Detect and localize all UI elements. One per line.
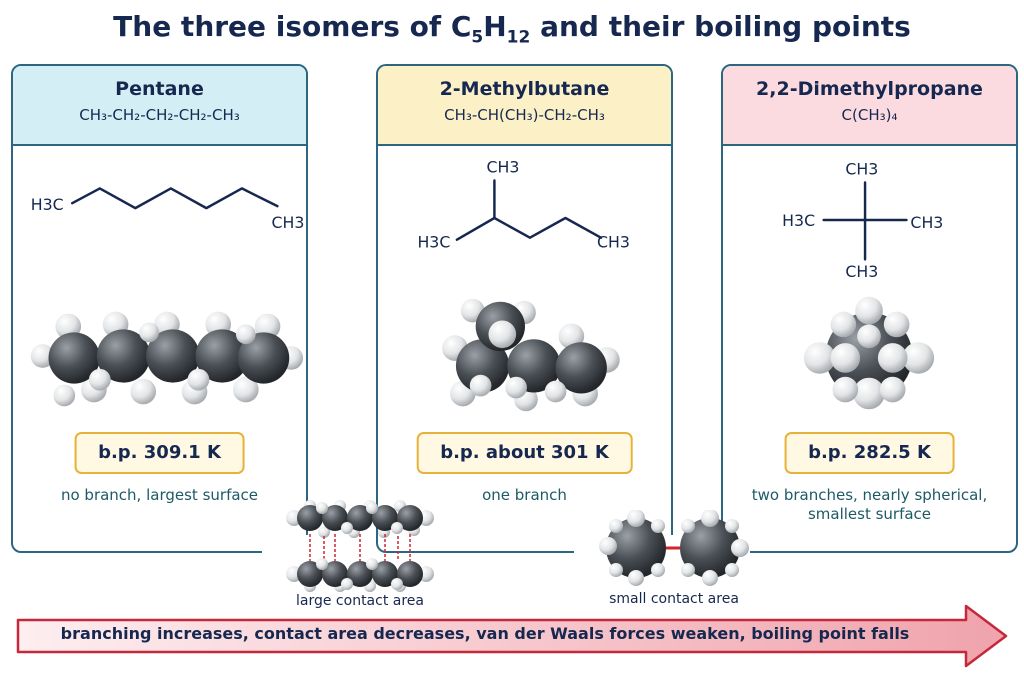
panel-2-2-dimethylpropane: 2,2-Dimethylpropane C(CH₃)₄ CH3 H3C CH3 … bbox=[721, 64, 1018, 553]
panel-header: 2-Methylbutane CH₃-CH(CH₃)-CH₂-CH₃ bbox=[378, 66, 671, 146]
isomer-name: 2,2-Dimethylpropane bbox=[756, 78, 983, 100]
ch3-label: CH3 bbox=[845, 160, 878, 179]
ch3-label: CH3 bbox=[910, 213, 943, 232]
panel-header: 2,2-Dimethylpropane C(CH₃)₄ bbox=[723, 66, 1016, 146]
skeletal-formula-2-methylbutane: CH3 H3C CH3 bbox=[417, 158, 630, 252]
boiling-point-badge: b.p. 309.1 K bbox=[74, 432, 245, 474]
condensed-formula: CH₃-CH₂-CH₂-CH₂-CH₃ bbox=[79, 106, 240, 124]
ch3-label: CH3 bbox=[271, 213, 304, 232]
h3c-label: H3C bbox=[31, 195, 64, 214]
trend-text: branching increases, contact area decrea… bbox=[60, 624, 910, 643]
large-contact-label: large contact area bbox=[296, 593, 424, 609]
isomer-description: two branches, nearly spherical, smallest… bbox=[751, 486, 988, 523]
panel-header: Pentane CH₃-CH₂-CH₂-CH₂-CH₃ bbox=[13, 66, 306, 146]
large-contact-illustration bbox=[286, 500, 434, 592]
page-title: The three isomers of C5H12 and their boi… bbox=[113, 10, 911, 48]
skeletal-formula-pentane: H3C CH3 bbox=[31, 187, 304, 232]
small-contact-label: small contact area bbox=[609, 591, 739, 607]
condensed-formula: C(CH₃)₄ bbox=[841, 106, 898, 124]
space-filling-model-2-methylbutane bbox=[442, 298, 620, 412]
h3c-label: H3C bbox=[417, 233, 450, 252]
panel-2-methylbutane: 2-Methylbutane CH₃-CH(CH₃)-CH₂-CH₃ CH3 H… bbox=[376, 64, 673, 553]
ch3-label: CH3 bbox=[597, 233, 630, 252]
ch3-label: CH3 bbox=[845, 262, 878, 281]
ch3-label: CH3 bbox=[487, 158, 520, 177]
h3c-label: H3C bbox=[782, 211, 815, 230]
trend-arrow bbox=[16, 604, 1008, 668]
space-filling-model-2-2-dimethylpropane bbox=[803, 296, 935, 410]
isomer-name: Pentane bbox=[115, 78, 204, 100]
panel-pentane: Pentane CH₃-CH₂-CH₂-CH₂-CH₃ H3C CH3 b.p.… bbox=[11, 64, 308, 553]
isomer-description: no branch, largest surface bbox=[60, 486, 259, 504]
isomer-name: 2-Methylbutane bbox=[439, 78, 610, 100]
isomer-description: one branch bbox=[482, 486, 567, 504]
boiling-point-badge: b.p. about 301 K bbox=[416, 432, 633, 474]
condensed-formula: CH₃-CH(CH₃)-CH₂-CH₃ bbox=[444, 106, 605, 124]
small-contact-illustration bbox=[599, 510, 749, 586]
boiling-point-badge: b.p. 282.5 K bbox=[784, 432, 955, 474]
skeletal-formula-2-2-dimethylpropane: CH3 H3C CH3 CH3 bbox=[782, 160, 943, 282]
space-filling-model-pentane bbox=[30, 311, 304, 407]
